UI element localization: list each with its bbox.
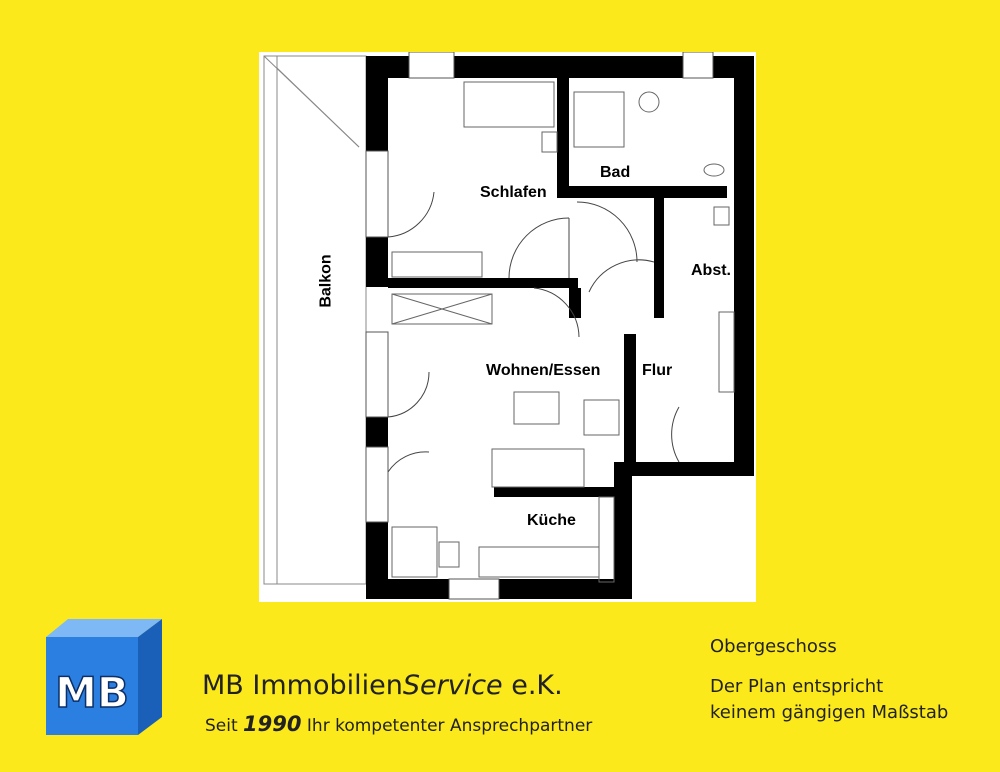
company-name: MB ImmobilienService e.K. — [202, 670, 563, 701]
company-logo: MB — [46, 619, 162, 735]
room-label-kueche: Küche — [527, 512, 576, 529]
room-label-schlafen: Schlafen — [480, 184, 547, 201]
scale-note-line1: Der Plan entspricht — [710, 676, 884, 697]
door-swings — [387, 191, 680, 473]
walls — [366, 56, 754, 599]
company-tagline: Seit 1990 Ihr kompetenter Ansprechpartne… — [205, 712, 592, 736]
balcony — [263, 55, 367, 585]
room-label-flur: Flur — [642, 362, 673, 379]
room-label-bad: Bad — [600, 164, 631, 181]
floor-plan: Schlafen Bad Abst. Wohnen/Essen Flur Küc… — [259, 52, 756, 602]
floor-level: Obergeschoss — [710, 636, 837, 657]
tagline-prefix: Seit — [205, 716, 244, 736]
company-name-suffix: e.K. — [502, 670, 563, 701]
tagline-suffix: Ihr kompetenter Ansprechpartner — [301, 716, 593, 736]
scale-note-line2: keinem gängigen Maßstab — [710, 702, 949, 723]
room-label-balkon: Balkon — [317, 254, 335, 308]
company-name-plain: MB Immobilien — [202, 670, 403, 701]
furniture — [391, 81, 735, 583]
windows — [365, 52, 714, 600]
floor-plan-drawing — [263, 52, 754, 600]
logo-letters: MB — [55, 668, 129, 717]
company-name-italic: Service — [402, 670, 503, 701]
room-label-wohnen: Wohnen/Essen — [486, 362, 601, 379]
tagline-year: 1990 — [243, 712, 302, 736]
floor-info: Obergeschoss Der Plan entspricht keinem … — [710, 634, 948, 726]
room-label-abst: Abst. — [691, 262, 731, 279]
